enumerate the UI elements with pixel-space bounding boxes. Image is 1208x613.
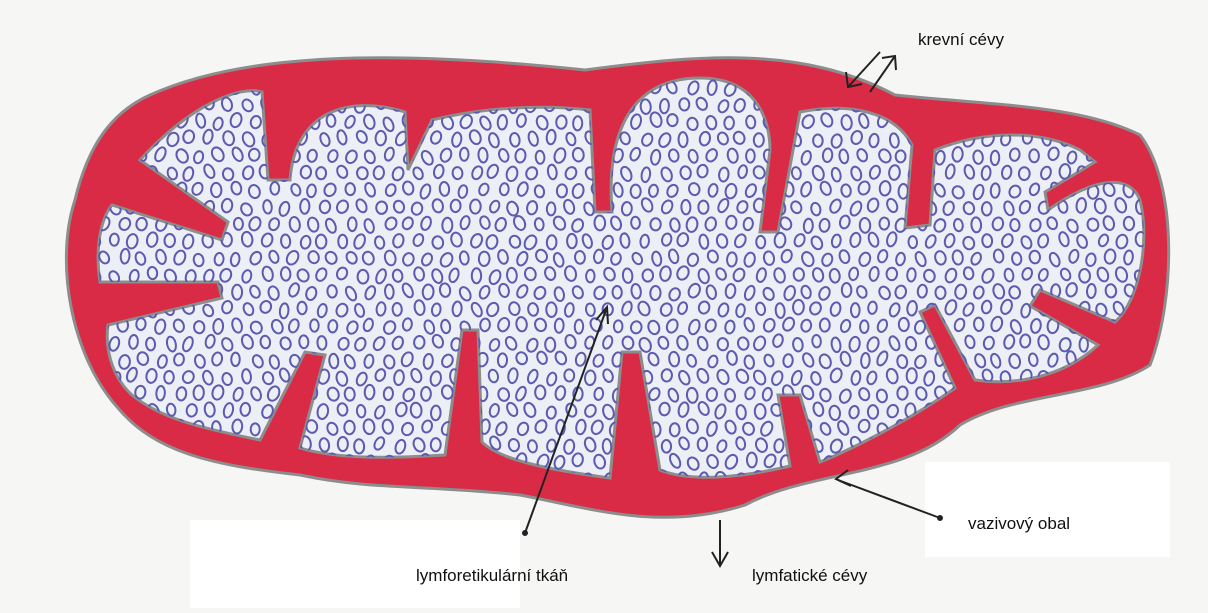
lymphocyte-cell [1039,403,1050,419]
correction-patch-left [190,520,520,608]
lymphocyte-cell [128,469,140,485]
lymphocyte-cell [200,471,213,487]
lymphocyte-cell [91,472,103,487]
lymphocyte-cell [220,471,234,487]
lymphocyte-cell [117,79,129,94]
label-blood-vessels: krevní cévy [918,30,1004,50]
lymphocyte-cell [1123,421,1135,435]
correction-patch-right [925,462,1170,557]
lymphocyte-cell [164,472,177,487]
lymphocyte-cell [109,470,123,487]
lymphocyte-cell [1144,82,1156,97]
lymphocyte-cell [184,471,197,486]
lymphocyte-cell [943,437,955,451]
lymphocyte-cell [109,98,120,113]
lymphocyte-cell [994,422,1003,435]
lymphocyte-cell [1079,437,1091,452]
lymphocyte-cell [136,83,146,95]
lymphocyte-cell [1086,419,1099,435]
lymphocyte-cell [129,436,139,452]
lymphocyte-cell [1077,403,1092,421]
lymphocyte-cell [1105,387,1120,404]
lymphocyte-cell [916,82,926,96]
lymphocyte-cell [89,98,102,113]
lymphocyte-cell [1123,385,1137,401]
lymphocyte-cell [969,80,983,96]
lymphocyte-cell [1058,97,1067,110]
lymphocyte-cell [1116,439,1128,454]
lymphocyte-cell [117,453,129,468]
lymphocyte-cell [1084,81,1097,98]
lymphocyte-cell [1003,436,1013,451]
lymphocyte-cell [1142,387,1156,404]
lymphocyte-cell [1096,437,1110,453]
lymphocyte-cell [1047,418,1061,435]
lymphocyte-cell [1058,404,1071,419]
lymphocyte-cell [134,455,146,470]
lymphocyte-cell [175,453,188,469]
label-lymphatic-vessels: lymfatické cévy [752,566,867,586]
lymphocyte-cell [951,80,966,96]
lymphocyte-cell [1061,437,1071,452]
lymphocyte-cell [260,471,271,485]
lymphocyte-cell [1125,113,1137,129]
lymphocyte-cell [1135,98,1144,113]
lymphocyte-cell [1113,98,1125,114]
lymphocyte-cell [1136,436,1147,451]
lymphocyte-cell [1136,403,1146,416]
lymphocyte-cell [937,82,946,95]
lymphocyte-cell [962,436,975,451]
lymphocyte-cell [99,82,108,95]
lymphocyte-cell [89,436,102,451]
lymphatic-vessels-arrow [712,520,728,566]
label-connective-capsule: vazivový obal [968,514,1070,534]
lymphocyte-cell [1143,113,1158,129]
lymphocyte-cell [1074,96,1089,112]
lymphocyte-cell [1028,420,1043,437]
lymphocyte-cell [1096,97,1106,110]
lymphocyte-cell [241,469,257,486]
lymphocyte-cell [988,80,1002,96]
lymphocyte-cell [1105,79,1116,95]
lymphocyte-cell [979,435,992,451]
lymphocyte-cell [1098,405,1110,420]
lymphocyte-cell [108,437,123,453]
lymphocyte-cell [147,472,160,488]
lymphocyte-cell [1067,420,1080,435]
lymphocyte-cell [1047,81,1059,97]
lymphocyte-cell [1011,419,1025,435]
lymphocyte-cell [1041,440,1051,453]
lymphocyte-cell [870,472,880,486]
lymphocyte-cell [974,421,987,436]
lymphocyte-cell [87,404,101,420]
lymphocyte-cell [1021,440,1031,454]
lymphocyte-cell [1009,83,1020,95]
lymphocyte-cell [887,472,901,488]
lymphocyte-cell [1104,419,1120,437]
lymphocyte-cell [1125,80,1139,96]
lymphocyte-cell [1069,81,1082,95]
lymphocyte-cell [906,472,917,486]
lymphocyte-cell [1030,80,1039,94]
lymphocyte-cell [1117,406,1128,419]
lymphocyte-cell [1142,419,1157,436]
lymphocyte-cell [117,420,130,435]
lymphocyte-cell [155,453,169,470]
lymphocyte-cell [100,455,111,471]
label-lymphoreticular-tissue: lymforetikulární tkáň [416,566,568,586]
lymphocyte-cell [99,420,113,436]
